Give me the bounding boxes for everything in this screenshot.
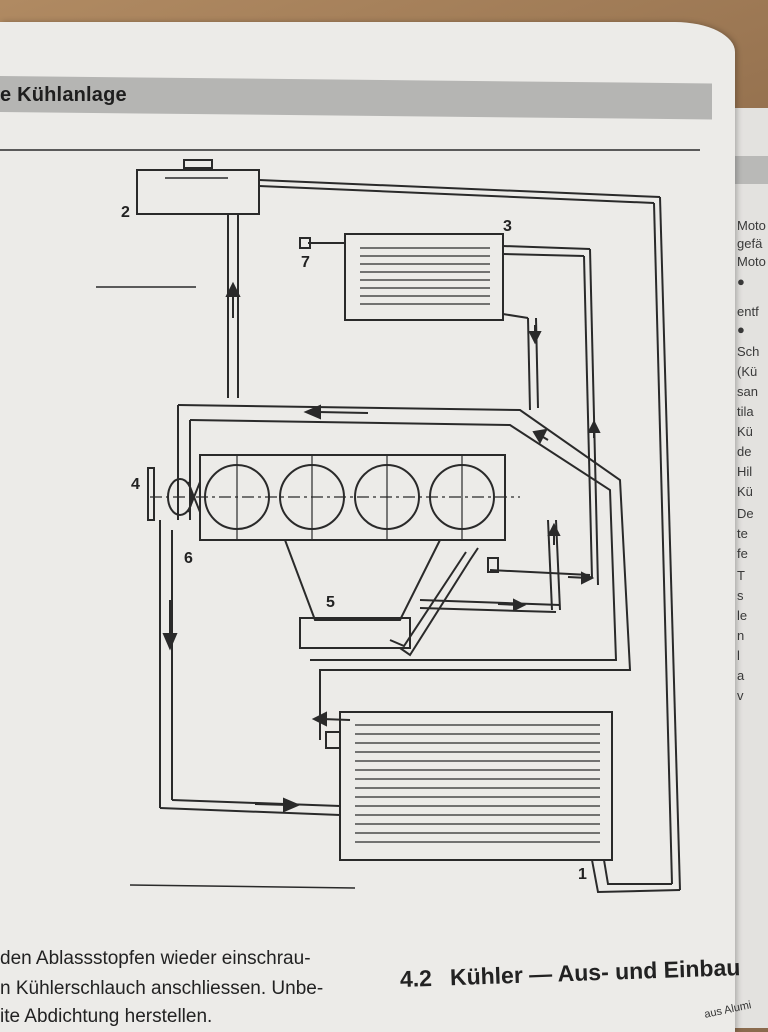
radiator: [339, 711, 613, 861]
right-text-line: ●: [737, 274, 745, 289]
right-text-line: gefä: [737, 236, 763, 251]
water-pump: [167, 478, 193, 516]
right-text-line: ●: [737, 322, 745, 337]
right-text-line: a: [737, 668, 745, 683]
right-text-line: tila: [737, 404, 754, 419]
right-text-line: te: [737, 526, 748, 541]
label-radiator: 1: [578, 866, 587, 883]
right-text-line: fe: [737, 546, 748, 561]
right-text-line: v: [737, 688, 744, 703]
right-text-line: (Kü: [737, 364, 758, 379]
cooling-system-diagram: [0, 149, 700, 894]
label-water-pump: 4: [131, 476, 140, 493]
right-text-line: entf: [737, 304, 759, 319]
right-text-line: l: [737, 648, 740, 663]
right-text-line: Kü: [737, 424, 753, 439]
right-text-line: Sch: [737, 344, 760, 359]
right-text-line: n: [737, 628, 745, 643]
label-thermostat: 5: [326, 594, 335, 611]
label-valve: 7: [301, 254, 310, 271]
body-text-line: ite Abdichtung herstellen.: [0, 1006, 213, 1027]
right-text-line: de: [737, 444, 752, 459]
right-text-line: san: [737, 384, 758, 399]
right-text-line: le: [737, 608, 748, 623]
right-text-line: Kü: [737, 484, 753, 499]
right-text-line: T: [737, 568, 745, 583]
label-pump-pipe: 6: [184, 550, 193, 567]
tank-cap: [183, 159, 213, 169]
page-title: e Kühlanlage: [0, 84, 127, 106]
right-text-line: Hil: [737, 464, 753, 479]
body-text-line: n Kühlerschlauch anschliessen. Unbe-: [0, 978, 324, 999]
body-text-line: den Ablassstopfen wieder einschrau-: [0, 948, 311, 969]
right-text-line: De: [737, 506, 754, 521]
section-number: 4.2: [399, 964, 433, 992]
right-text-line: s: [737, 588, 744, 603]
label-heater: 3: [503, 218, 512, 235]
heater-core: [344, 233, 504, 321]
right-text-line: Moto: [737, 254, 766, 269]
expansion-tank: [136, 169, 260, 215]
water-pump-pulley: [147, 467, 155, 521]
label-expansion-tank: 2: [121, 204, 130, 221]
right-text-line: Moto: [737, 218, 766, 233]
